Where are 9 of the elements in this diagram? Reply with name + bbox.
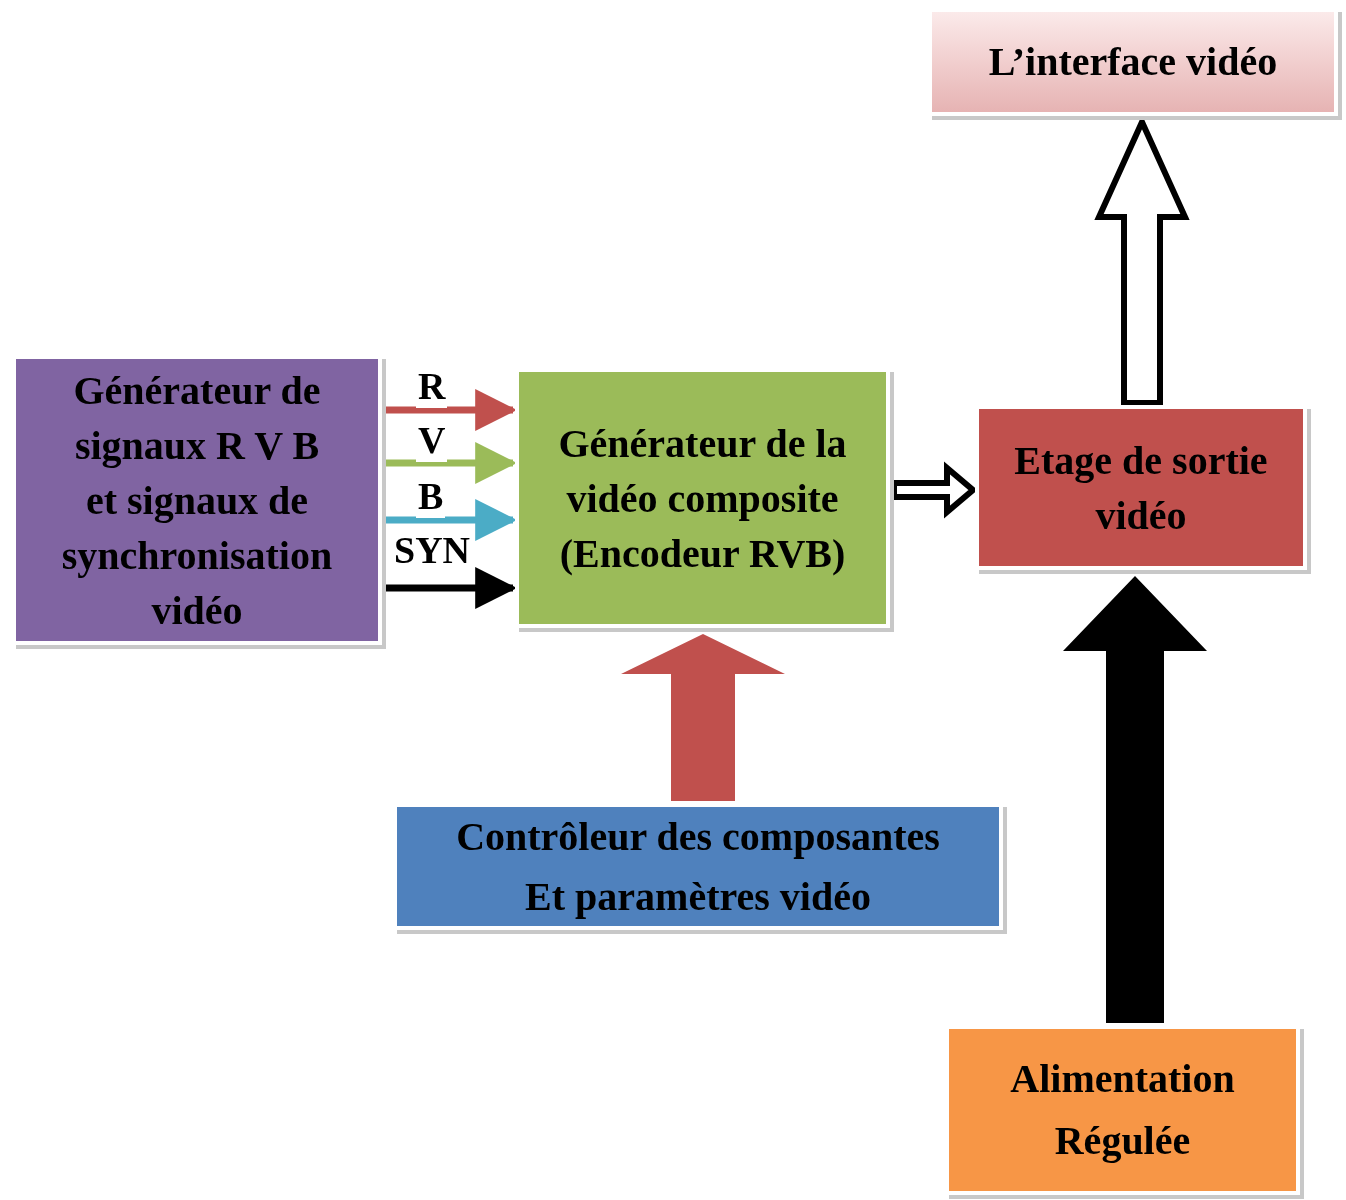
- box-label: Alimentation Régulée: [1009, 1055, 1236, 1165]
- box-label: Etage de sortie vidéo: [1013, 436, 1269, 540]
- block-arrow: [621, 634, 785, 801]
- box-label: Contrôleur des composantes Et paramètres vidéo: [455, 812, 941, 921]
- box-label: Générateur de la vidéo composite (Encodeur RVB): [557, 419, 848, 578]
- box-label: L’interface vidéo: [988, 38, 1278, 86]
- box-label: Générateur de signaux R V B et signaux de synchronisation vidéo: [60, 366, 334, 635]
- block-arrow: [1063, 576, 1207, 1023]
- block-arrow: [891, 461, 978, 519]
